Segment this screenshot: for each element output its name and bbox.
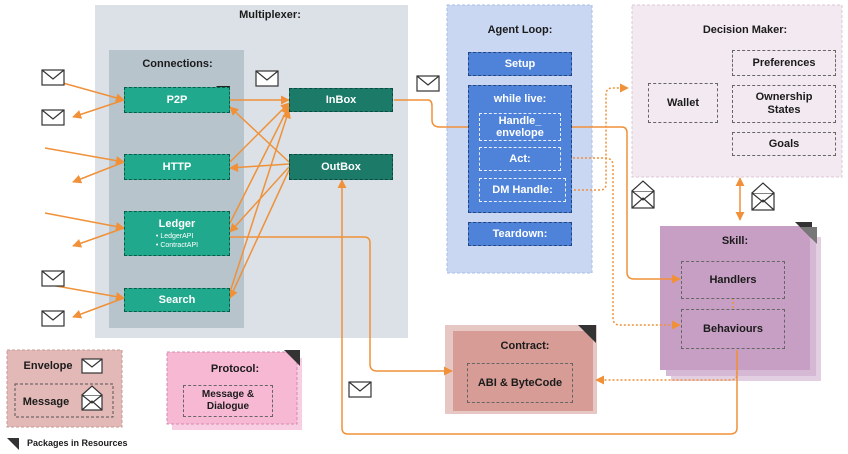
legend-package-icon [7, 438, 19, 450]
decision-maker-panel [631, 4, 843, 178]
agent-loop-title: Agent Loop: [487, 24, 553, 36]
decision-maker-title: Decision Maker: [702, 24, 788, 36]
abi-bytecode-label: ABI & ByteCode [477, 377, 563, 389]
envelope-icon [41, 109, 65, 126]
legend-envelope-icon [81, 358, 103, 374]
inbox-label: InBox [325, 94, 357, 106]
legend-packages-label: Packages in Resources [27, 438, 128, 448]
handle-envelope-step: Handle_ envelope [479, 113, 561, 141]
ownership-label-1: Ownership [755, 91, 813, 103]
legend-message-icon [81, 385, 103, 411]
envelope-icon [41, 270, 65, 287]
goals-label: Goals [768, 138, 800, 150]
connection-p2p-label: P2P [166, 94, 188, 106]
act-label: Act: [509, 153, 531, 165]
wallet-box: Wallet [648, 83, 718, 123]
legend-message-box [14, 383, 114, 418]
wallet-label: Wallet [667, 97, 699, 109]
multiplexer-title: Multiplexer: [239, 9, 301, 21]
goals-box: Goals [732, 132, 836, 156]
behaviours-label: Behaviours [703, 323, 763, 335]
handle-envelope-label-1: Handle_ [498, 115, 542, 127]
protocol-title: Protocol: [210, 363, 260, 375]
while-live-block: while live: [468, 85, 572, 213]
while-live-label: while live: [493, 93, 547, 105]
contract-title: Contract: [500, 340, 550, 352]
contract-panel [453, 331, 593, 411]
inbox: InBox [289, 88, 393, 112]
protocol-content-1: Message & [201, 389, 255, 400]
envelope-icon [348, 381, 372, 398]
message-icon [631, 180, 655, 209]
connection-search-label: Search [158, 294, 196, 306]
ledger-api-item: • LedgerAPI [155, 232, 194, 240]
ownership-label-2: States [767, 104, 801, 116]
connection-ledger-sub: • LedgerAPI • ContractAPI [156, 232, 198, 250]
connection-ledger-label: Ledger [158, 217, 196, 230]
teardown-label: Teardown: [492, 228, 548, 240]
act-step: Act: [479, 147, 561, 171]
legend-panel [6, 349, 123, 428]
protocol-package-corner [284, 350, 300, 366]
handlers-label: Handlers [709, 274, 757, 286]
preferences-label: Preferences [752, 57, 816, 69]
connection-http-label: HTTP [162, 161, 192, 173]
setup-label: Setup [504, 58, 536, 70]
teardown-step: Teardown: [468, 222, 572, 246]
preferences-box: Preferences [732, 50, 836, 76]
envelope-icon [416, 75, 440, 92]
connection-http: HTTP [124, 154, 230, 180]
outbox-label: OutBox [321, 161, 361, 173]
setup-step: Setup [468, 52, 572, 76]
message-dialogue-box: Message & Dialogue [183, 385, 273, 417]
legend-message-label: Message [22, 396, 70, 408]
envelope-icon [41, 69, 65, 86]
handle-envelope-label-2: envelope [496, 127, 544, 139]
dm-handle-step: DM Handle: [479, 178, 566, 202]
behaviours-box: Behaviours [681, 309, 785, 349]
ownership-states-box: Ownership States [732, 85, 836, 123]
skill-title: Skill: [721, 235, 749, 247]
connection-p2p: P2P [124, 87, 230, 113]
contract-api-item: • ContractAPI [155, 241, 199, 249]
abi-bytecode-box: ABI & ByteCode [467, 363, 573, 403]
message-icon [751, 182, 775, 211]
envelope-icon [255, 70, 279, 87]
connection-ledger: Ledger • LedgerAPI • ContractAPI [124, 211, 230, 256]
protocol-content-2: Dialogue [206, 401, 250, 412]
legend-envelope-label: Envelope [23, 360, 73, 372]
handlers-box: Handlers [681, 261, 785, 299]
protocol-panel [166, 351, 298, 425]
envelope-icon [41, 310, 65, 327]
outbox: OutBox [289, 154, 393, 180]
contract-package-corner [578, 325, 596, 343]
connection-search: Search [124, 288, 230, 312]
connections-title: Connections: [142, 58, 213, 70]
dm-handle-label: DM Handle: [492, 184, 553, 196]
